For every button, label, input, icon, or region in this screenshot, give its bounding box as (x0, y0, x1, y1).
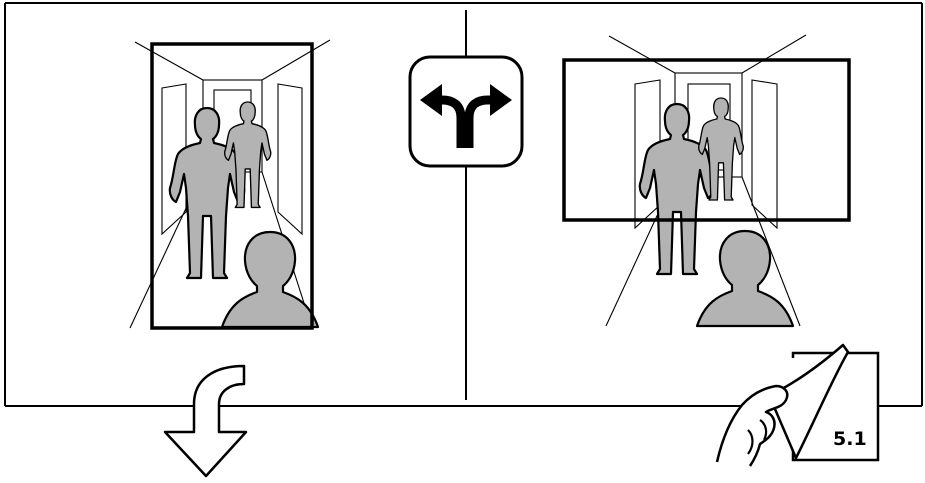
landscape-view-panel (564, 35, 849, 326)
viewer-head (697, 231, 793, 326)
portrait-view-panel (130, 40, 330, 328)
hand-turning-page-icon: 5.1 (717, 345, 878, 466)
page-number: 5.1 (833, 428, 867, 450)
hallway-scene-left (130, 40, 330, 328)
viewer-head (222, 232, 318, 327)
curved-down-arrow-icon (165, 366, 246, 476)
split-arrow-icon (410, 57, 522, 166)
